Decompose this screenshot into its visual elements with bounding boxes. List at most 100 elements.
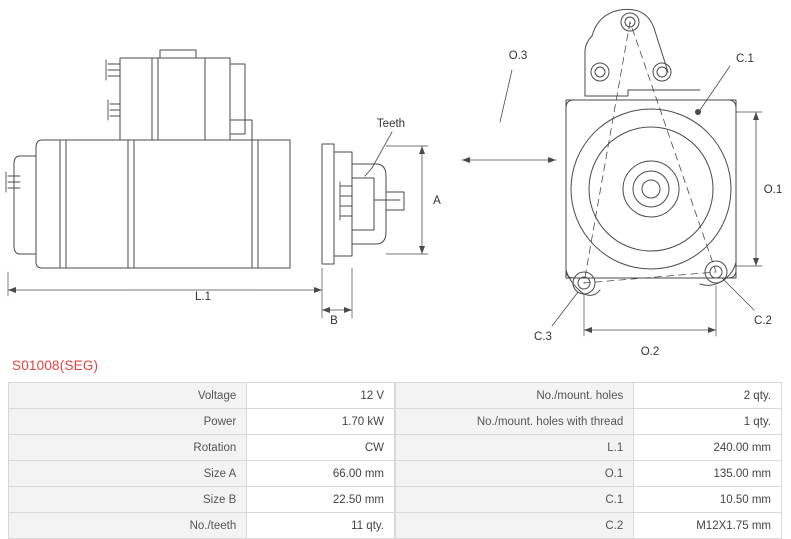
table-row: Size A 66.00 mm [7,460,395,487]
spec-value: 12 V [246,382,395,409]
flange-top-edge [584,89,701,97]
spec-table-left: Voltage 12 V Power 1.70 kW Rotation CW S… [7,382,395,539]
shaft-circle-mid [632,170,670,208]
c1-leader-dot [695,109,701,115]
table-row: Power 1.70 kW [7,408,395,435]
b-arrow-left [322,307,330,313]
table-row: C.1 10.50 mm [394,486,782,513]
table-row: No./teeth 11 qty. [7,512,395,539]
spec-value: 22.50 mm [246,486,395,513]
spec-label: Size A [7,460,248,487]
spec-label: L.1 [394,434,635,461]
bearing-circle-mid [588,126,714,252]
a-extension-lines [385,145,429,255]
solenoid-cap [229,63,246,135]
spec-value: 1.70 kW [246,408,395,435]
spec-value: 11 qty. [246,512,395,539]
bearing-circle-outer [570,108,732,270]
table-row: No./mount. holes 2 qty. [394,382,782,409]
l1-arrow-right [314,287,322,293]
nose-bracket [229,119,253,141]
specifications: Voltage 12 V Power 1.70 kW Rotation CW S… [7,382,783,539]
label-c3: C.3 [534,331,552,343]
spec-value: 240.00 mm [633,434,782,461]
upper-hole-right-inner [656,66,668,78]
drive-housing [333,151,353,257]
page-title: S01008(SEG) [12,358,99,373]
solenoid-outline [119,57,231,141]
spec-label: No./mount. holes with thread [394,408,635,435]
lower-hole-left-inner [577,276,591,290]
c3-leader [551,291,579,327]
o1-extension-lines [735,111,763,267]
commutator-end-cap [13,155,37,255]
spec-table-right: No./mount. holes 2 qty. No./mount. holes… [394,382,782,539]
o1-arrow-bottom [753,258,759,266]
o2-arrow-left [584,327,592,333]
spec-value: 10.50 mm [633,486,782,513]
pinion-inner [351,177,375,231]
shaft-circle-inner [641,179,661,199]
spec-value: CW [246,434,395,461]
o3-arrow-left [462,157,470,163]
label-a: A [433,195,441,207]
table-row: C.2 M12X1.75 mm [394,512,782,539]
spec-label: C.1 [394,486,635,513]
label-l1: L.1 [195,291,211,303]
spec-value: 2 qty. [633,382,782,409]
spec-label: O.1 [394,460,635,487]
table-row: L.1 240.00 mm [394,434,782,461]
o2-arrow-right [708,327,716,333]
spec-label: Size B [7,486,248,513]
label-c1: C.1 [736,53,754,65]
o3-bolt-pattern [583,21,717,284]
a-arrow-bottom [419,246,425,254]
mount-arm-hole-inner [624,16,636,28]
solenoid-terminal-1 [107,63,121,77]
technical-drawing: Teeth L.1 A B O.1 O.2 O.3 C.1 C.2 C.3 [5,8,783,358]
spec-value: 66.00 mm [246,460,395,487]
terminal-studs [7,175,21,189]
label-c2: C.2 [754,315,772,327]
upper-hole-left-outer [590,62,610,82]
spec-label: Rotation [7,434,248,461]
spec-label: Voltage [7,382,248,409]
table-row: O.1 135.00 mm [394,460,782,487]
spec-label: C.2 [394,512,635,539]
pinion-housing [351,163,387,245]
starter-body-outline [35,139,291,269]
label-o2: O.2 [641,346,660,358]
o3-leader [499,69,513,123]
label-o3: O.3 [509,50,528,62]
flange-plate-rounded [565,99,737,279]
spec-label: Power [7,408,248,435]
lower-hole-right-outer [704,260,728,284]
upper-hole-left-inner [594,66,606,78]
spec-label: No./mount. holes [394,382,635,409]
c1-leader [699,65,731,111]
o3-arrow-right [548,157,556,163]
c2-leader [721,277,755,311]
label-b: B [330,315,338,327]
pinion-teeth [339,185,353,217]
label-o1: O.1 [764,184,783,196]
solenoid-top-boss [159,49,197,59]
table-row: Rotation CW [7,434,395,461]
teeth-leader [371,131,393,169]
table-row: No./mount. holes with thread 1 qty. [394,408,782,435]
upper-hole-right-outer [652,62,672,82]
spec-label: No./teeth [7,512,248,539]
l1-extension-lines [7,267,323,297]
teeth-leader-tip [364,167,373,177]
table-row: Size B 22.50 mm [7,486,395,513]
o1-arrow-top [753,112,759,120]
drive-end-plate [321,143,335,265]
mount-arm-hole-outer [620,12,640,32]
shaft-circle-outer [622,160,680,218]
spec-value: M12X1.75 mm [633,512,782,539]
solenoid-terminal-2 [109,103,121,117]
a-arrow-top [419,146,425,154]
l1-arrow-left [8,287,16,293]
shaft-end [385,191,405,211]
label-teeth: Teeth [377,118,405,130]
